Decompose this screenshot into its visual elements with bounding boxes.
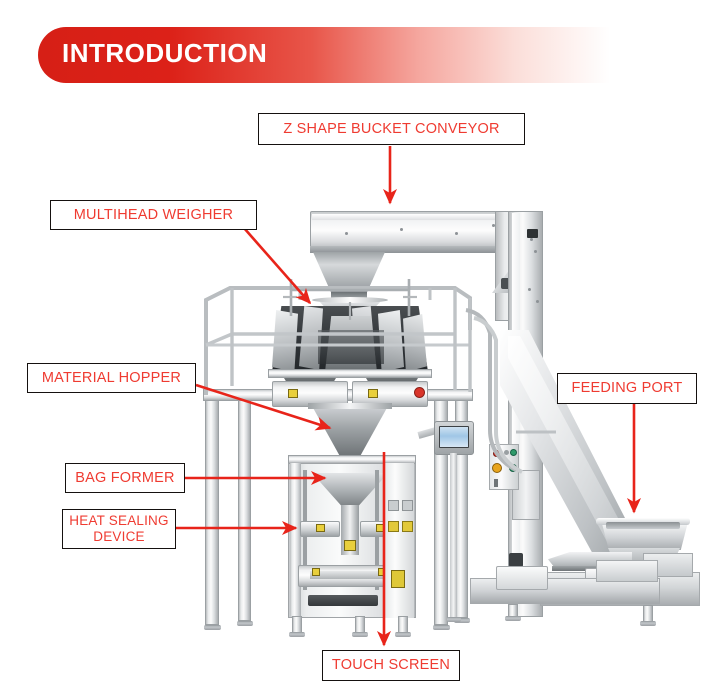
conveyor-column-socket — [509, 553, 523, 567]
warning-sticker-right — [368, 389, 378, 398]
conveyor-arm-lip — [312, 214, 538, 220]
control-button-indicator — [504, 450, 509, 455]
weigher-head-1 — [272, 310, 298, 372]
vffs-pillar-left — [290, 463, 301, 616]
feeding-port-inner-shadow — [606, 522, 680, 529]
callout-bag-former: BAG FORMER — [65, 463, 185, 493]
warning-sticker-left — [288, 389, 298, 398]
conveyor-base-foot — [505, 616, 521, 621]
touch-screen-display[interactable] — [439, 426, 469, 448]
cabinet-warning-label — [391, 570, 405, 588]
cross-seal-warning — [312, 568, 320, 576]
vffs-foot-right — [395, 632, 411, 637]
platform-leg-right — [434, 400, 448, 625]
weigher-head-5 — [403, 314, 427, 372]
cabinet-button-3 — [388, 521, 399, 532]
control-panel-switch[interactable] — [494, 479, 498, 487]
cabinet-button-4 — [402, 521, 413, 532]
control-button-start[interactable] — [510, 449, 517, 456]
platform-leg-left — [205, 400, 219, 625]
vffs-foot-mid — [352, 632, 368, 637]
callout-touch-screen: TOUCH SCREEN — [322, 650, 460, 681]
header-banner — [38, 27, 634, 83]
feeder-foot — [640, 621, 656, 626]
heat-sealing-center-warning — [344, 540, 356, 551]
callout-heat-sealing-device: HEAT SEALING DEVICE — [62, 509, 176, 549]
conveyor-base-box — [496, 566, 548, 590]
leveling-foot-2 — [237, 621, 253, 626]
cabinet-button-2 — [402, 500, 413, 511]
weigher-base-plate — [268, 369, 432, 378]
conveyor-lower-enclosure — [596, 560, 658, 582]
callout-feeding-port: FEEDING PORT — [557, 373, 697, 404]
page-title: INTRODUCTION — [62, 38, 268, 68]
callout-material-hopper: MATERIAL HOPPER — [27, 363, 196, 393]
weigher-indicator-lamp — [414, 387, 425, 398]
callout-multihead-weigher: MULTIHEAD WEIGHER — [50, 200, 257, 230]
cabinet-button-1 — [388, 500, 399, 511]
leveling-foot-4 — [454, 618, 470, 623]
leveling-foot-3 — [433, 625, 450, 630]
feeding-port-hopper-rim — [596, 518, 690, 525]
cross-seal-bar — [310, 571, 390, 579]
material-hopper-rim — [308, 403, 392, 409]
touch-screen-support-post — [450, 453, 457, 618]
vffs-foot-left — [289, 632, 305, 637]
conveyor-top-arm-shadow — [310, 246, 540, 253]
control-button-emergency-stop[interactable] — [492, 463, 502, 473]
conveyor-column-port — [527, 229, 538, 238]
leader-multihead-weigher — [243, 227, 312, 305]
weigher-cone-ring — [312, 297, 388, 303]
callout-z-shape-bucket-conveyor: Z SHAPE BUCKET CONVEYOR — [258, 113, 525, 145]
heat-sealing-warning-left — [316, 524, 325, 532]
leader-material-hopper — [195, 383, 332, 431]
touch-screen-post-foot — [447, 617, 461, 622]
leveling-foot-1 — [204, 625, 221, 630]
vffs-discharge-tray — [308, 595, 378, 606]
